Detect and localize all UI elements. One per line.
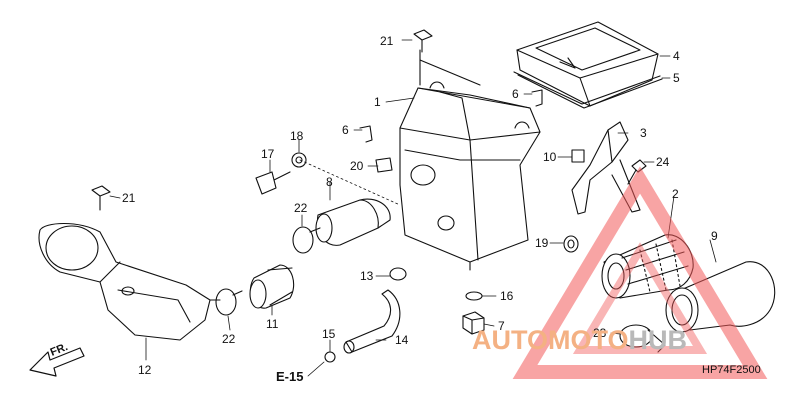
cover-gasket xyxy=(513,71,663,109)
clip-6-lower xyxy=(359,125,373,143)
callout-13: 13 xyxy=(360,269,374,283)
callout-19: 19 xyxy=(535,236,549,250)
sensor-17 xyxy=(255,171,291,195)
callout-11: 11 xyxy=(266,317,279,331)
breather-plug-7 xyxy=(462,311,485,335)
callout-14: 14 xyxy=(395,333,409,347)
resonator xyxy=(38,223,221,341)
connecting-tube xyxy=(315,198,391,246)
bolt-21-upper xyxy=(413,29,433,53)
callout-6a: 6 xyxy=(512,87,519,101)
reference-label: E-15 xyxy=(276,369,303,384)
callout-16: 16 xyxy=(500,289,514,303)
diagram-code: HP74F2500 xyxy=(702,364,761,376)
callout-9: 9 xyxy=(711,229,718,243)
air-cleaner-case xyxy=(399,49,541,271)
callout-12: 12 xyxy=(138,363,152,377)
callout-21a: 21 xyxy=(380,34,394,48)
callout-22b: 22 xyxy=(222,332,236,346)
clamp-22-upper xyxy=(292,226,321,254)
front-direction-arrow-icon xyxy=(29,347,85,377)
callout-4: 4 xyxy=(673,49,680,63)
watermark-text-orange: AUTOMOTO xyxy=(472,325,629,355)
filter-element xyxy=(601,234,694,299)
clamp-22-lower xyxy=(215,288,243,316)
grommet-19 xyxy=(563,235,579,253)
callout-22a: 22 xyxy=(294,201,308,215)
callout-7: 7 xyxy=(498,319,505,333)
callout-18: 18 xyxy=(290,129,304,143)
clamp-23 xyxy=(619,324,666,353)
clip-15 xyxy=(324,351,336,363)
callout-3: 3 xyxy=(640,126,647,140)
rubber-10 xyxy=(571,149,585,163)
callout-10: 10 xyxy=(543,150,557,164)
watermark-text-gray: HUB xyxy=(629,325,688,355)
clip-6-upper xyxy=(531,89,543,107)
callout-20: 20 xyxy=(350,159,364,173)
bolt-21-lower xyxy=(91,185,111,211)
callout-5: 5 xyxy=(673,71,680,85)
clip-13 xyxy=(389,267,407,281)
callout-1: 1 xyxy=(374,95,381,109)
callout-23: 23 xyxy=(593,326,607,340)
clip-20 xyxy=(375,157,393,173)
clip-16 xyxy=(465,291,483,301)
grommet-18 xyxy=(291,152,307,168)
intake-duct xyxy=(249,264,295,309)
air-cleaner-cover xyxy=(516,21,659,107)
callout-21b: 21 xyxy=(122,191,136,205)
callout-2: 2 xyxy=(672,187,679,201)
drain-tube xyxy=(343,289,401,354)
watermark-logo xyxy=(512,166,768,379)
callout-24: 24 xyxy=(656,155,670,169)
callout-15: 15 xyxy=(322,327,336,341)
callout-6b: 6 xyxy=(342,123,349,137)
callout-17: 17 xyxy=(261,147,275,161)
callout-8: 8 xyxy=(326,175,333,189)
watermark-text: AUTOMOTOHUB xyxy=(472,325,687,355)
bolt-24 xyxy=(627,159,647,185)
